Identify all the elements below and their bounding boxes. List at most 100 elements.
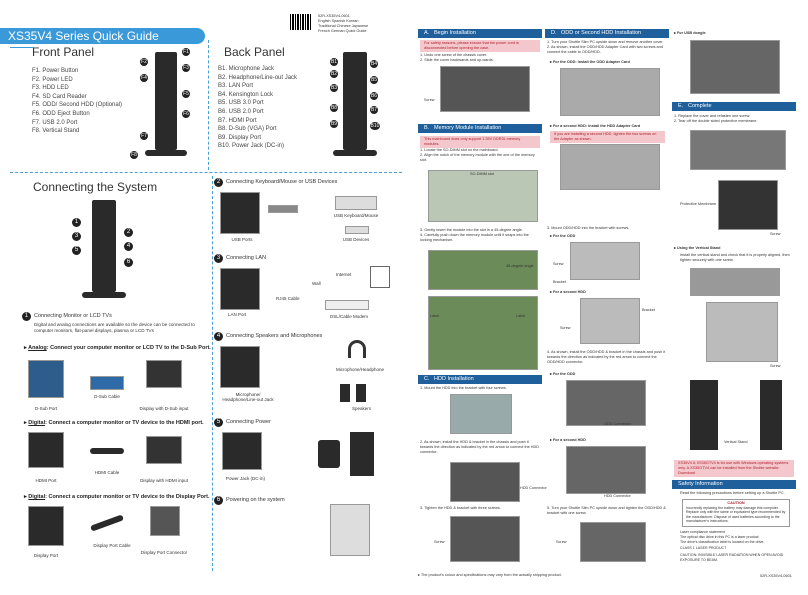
section-b-note: This mainboard does only support 1.35V D…	[420, 136, 540, 148]
section-b-insert-image	[428, 250, 538, 290]
audio-jack-cap: Microphone/ Headphone/Line-out Jack	[222, 392, 274, 402]
callout-f2: F2	[140, 58, 148, 66]
section-c-screw-cap: Screw	[434, 540, 445, 544]
dp-connector-image	[150, 506, 180, 536]
usb-device-image	[345, 226, 369, 234]
section-e-vertical-pc2-image	[760, 380, 782, 450]
hdmi-cable-cap: HDMI Cable	[94, 470, 120, 475]
speakers-cap: Speakers	[352, 406, 372, 411]
step-1-badge: 1	[22, 312, 31, 321]
caution-text: Incorrectly replacing the battery may da…	[686, 506, 786, 524]
section-b-steps-1: 1. Locate the SO-DIMM slot on the mainbo…	[420, 148, 535, 162]
section-a-screw-cap: Screw	[424, 98, 435, 102]
section-d-b6: ▸ For a second HDD	[550, 438, 586, 442]
callout-b4: B4	[370, 60, 378, 68]
section-b-steps-2: 3. Gently insert the module into the slo…	[420, 228, 529, 242]
connect-num-5: 5	[72, 246, 81, 255]
power-on-pc-image	[330, 504, 370, 556]
dp-port-cap: Display Port	[33, 553, 59, 558]
front-pc-image	[155, 52, 177, 150]
section-e-note: XS35V4 & XS35GTV4 is for use with Window…	[674, 460, 794, 477]
page-title: XS35V4 Series Quick Guide【English】	[0, 28, 205, 57]
section-e-screw-cap-1: Screw	[770, 232, 781, 236]
section-e-steps: 1. Replace the cover and refasten one sc…	[674, 114, 758, 123]
section-d-b5: ▸ For the ODD	[550, 372, 576, 376]
callout-b7: B7	[370, 106, 378, 114]
dp-cable-image	[89, 514, 125, 532]
safety-text: Read the following precautions before se…	[680, 491, 785, 495]
callout-f5: F5	[182, 90, 190, 98]
back-stand-image	[333, 150, 377, 156]
section-c-step-2: 2. As shown, install the HDD & bracket i…	[420, 440, 540, 454]
section-c-step-3: 3. Tighten the HDD & bracket with three …	[420, 506, 501, 510]
section-d-screw-cap-3: Screw	[556, 540, 567, 544]
mic-headphone-cap: Microphone/Headphone	[336, 367, 385, 372]
callout-b5: B5	[370, 76, 378, 84]
rj45-cap: RJ45 Cable	[276, 296, 300, 301]
callout-b1: B1	[330, 58, 338, 66]
section-e-stand-screw-image	[706, 302, 778, 362]
section-e-screw-cap-2: Screw	[770, 364, 781, 368]
section-a-steps: 1. Undo one screw of the chassis cover.2…	[420, 53, 494, 62]
footer-code: 52R-XS35V4-0601	[760, 574, 792, 578]
callout-f8: F8	[130, 151, 138, 159]
section-d-screw-cap-2: Screw	[560, 326, 571, 330]
section-d-odd-install-image	[566, 380, 646, 426]
hdmi-monitor-image	[146, 436, 182, 464]
section-c-step-1: 1. Mount the HDD into the bracket with f…	[420, 386, 507, 390]
usb-port-image	[220, 192, 260, 234]
callout-b6: B6	[370, 92, 378, 100]
section-d-odd-bracket-image	[570, 242, 640, 280]
connect-num-3: 3	[72, 232, 81, 241]
callout-f7: F7	[140, 132, 148, 140]
lan-port-cap: LAN Port	[228, 312, 247, 317]
footer-disclaimer: ▸ The product's colour and specification…	[418, 573, 562, 577]
callout-b9: B9	[330, 120, 338, 128]
callout-f1: F1	[182, 48, 190, 56]
headphone-icon	[348, 340, 366, 358]
callout-b8: B8	[330, 104, 338, 112]
internet-cap: Internet	[336, 272, 352, 277]
dp-cable-cap: Display Port Cable	[93, 543, 131, 548]
dsub-cable-image	[90, 376, 124, 390]
connect-title: Connecting the System	[33, 180, 158, 194]
step-2-badge: 2	[214, 178, 223, 187]
section-d-b2: ▸ For a second HDD: Install the HDD Adap…	[550, 124, 641, 128]
dsub-display-cap: Display with D-Sub input	[139, 406, 189, 411]
s4-title: Connecting Speakers and Microphones	[226, 333, 323, 339]
section-b-latch-cap-2: Latch	[516, 314, 526, 318]
section-b-slot-image	[428, 170, 538, 222]
speaker-left-icon	[340, 384, 350, 402]
dsl-modem-image	[325, 300, 369, 310]
section-e-stand-image	[690, 268, 780, 296]
section-d-step-5: 5. Turn your Shuttle Slim PC upside down…	[547, 506, 666, 515]
section-d-screw-cap-1: Screw	[553, 262, 564, 266]
section-d-note: If you are installing a second HDD, tigh…	[550, 131, 665, 143]
section-a-note: For safety reasons, please ensure that t…	[420, 40, 540, 52]
callout-b3: B3	[330, 84, 338, 92]
connect-pc-image	[92, 200, 116, 292]
section-e-vstand: ▸ Using the Vertical Stand	[674, 246, 721, 250]
step-3-badge: 3	[214, 254, 223, 263]
internet-tower-icon	[370, 266, 390, 288]
section-d-step-4: 4. As shown, install the ODD/HDD & brack…	[547, 350, 666, 364]
section-d-hdd-connector-cap: HDD Connector	[604, 494, 631, 498]
section-e-cover-image	[718, 180, 778, 230]
usb-keyboard-image	[335, 196, 377, 210]
section-d-step-3: 3. Mount ODD/HDD into the bracket with s…	[547, 226, 630, 230]
power-jack-cap: Power Jack (DC-in)	[226, 476, 266, 481]
caution-title: CAUTION	[727, 501, 745, 505]
step-5-badge: 5	[214, 418, 223, 427]
connect-num-4: 4	[124, 242, 133, 251]
hdmi-port-cap: HDMI Port	[35, 478, 57, 483]
callout-f6: F6	[182, 110, 190, 118]
dsub-port-image	[28, 360, 64, 398]
hdmi-cable-image	[90, 448, 124, 454]
hdmi-port-image	[28, 432, 64, 468]
callout-f3: F3	[182, 64, 190, 72]
section-d-odd-connector-cap: ODD Connector	[604, 422, 632, 426]
section-b-slot-cap: SO-DIMM slot	[470, 172, 494, 176]
